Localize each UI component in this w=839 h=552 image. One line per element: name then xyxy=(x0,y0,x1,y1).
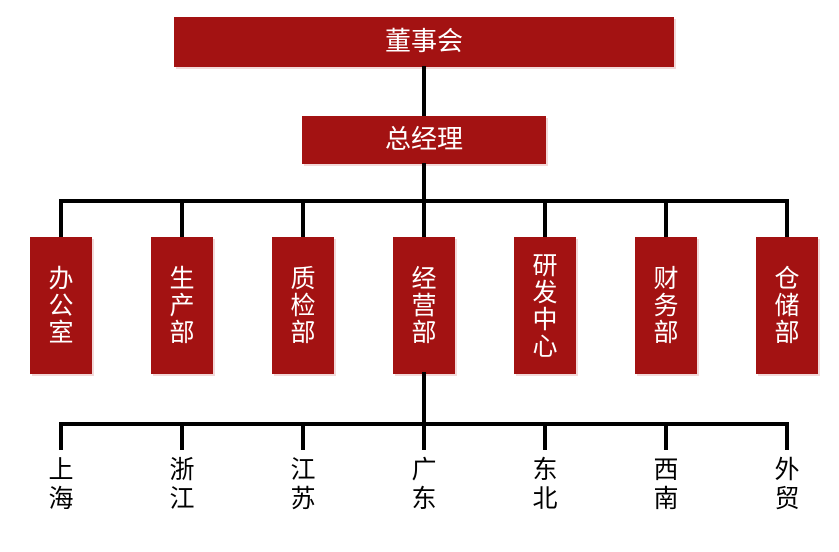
org-node-dept-warehouse: 仓储部 xyxy=(756,237,818,374)
org-node-dept-production: 生产部 xyxy=(151,237,213,374)
connector-drop-rnd xyxy=(543,199,547,239)
org-node-dept-finance: 财务部 xyxy=(635,237,697,374)
org-node-dept-rnd-center-label: 研发中心 xyxy=(532,250,558,361)
org-node-general-manager-label: 总经理 xyxy=(384,125,463,155)
region-southwest: 西南 xyxy=(653,455,679,513)
region-jiangsu: 江苏 xyxy=(290,455,316,513)
org-node-dept-office-label: 办公室 xyxy=(48,264,74,347)
org-node-board: 董事会 xyxy=(174,17,674,67)
connector-drop-production xyxy=(180,199,184,239)
org-node-dept-finance-label: 财务部 xyxy=(653,264,679,347)
org-node-dept-operations-label: 经营部 xyxy=(411,264,437,347)
region-shanghai: 上海 xyxy=(48,455,74,513)
region-foreign-trade: 外贸 xyxy=(774,455,800,513)
connector-drop-office xyxy=(59,199,63,239)
org-node-general-manager: 总经理 xyxy=(302,116,546,164)
connector-drop-warehouse xyxy=(785,199,789,239)
org-node-dept-quality: 质检部 xyxy=(272,237,334,374)
connector-drop-finance xyxy=(664,199,668,239)
region-guangdong: 广东 xyxy=(411,455,437,513)
connector-tick-jiangsu xyxy=(301,422,305,450)
connector-tick-shanghai xyxy=(59,422,63,450)
org-node-dept-quality-label: 质检部 xyxy=(290,264,316,347)
org-node-dept-operations: 经营部 xyxy=(393,237,455,374)
connector-drop-operations xyxy=(422,199,426,239)
connector-tick-zhejiang xyxy=(180,422,184,450)
region-northeast: 东北 xyxy=(532,455,558,513)
org-node-board-label: 董事会 xyxy=(384,27,463,57)
region-zhejiang: 浙江 xyxy=(169,455,195,513)
org-node-dept-office: 办公室 xyxy=(30,237,92,374)
org-node-dept-rnd-center: 研发中心 xyxy=(514,237,576,374)
org-node-dept-production-label: 生产部 xyxy=(169,264,195,347)
connector-operations-trunk xyxy=(422,372,426,426)
connector-tick-foreign-trade xyxy=(785,422,789,450)
connector-tick-northeast xyxy=(543,422,547,450)
connector-gm-trunk xyxy=(422,163,426,203)
connector-drop-quality xyxy=(301,199,305,239)
connector-tick-guangdong xyxy=(422,422,426,450)
org-node-dept-warehouse-label: 仓储部 xyxy=(774,264,800,347)
connector-tick-southwest xyxy=(664,422,668,450)
connector-board-gm xyxy=(422,66,426,118)
